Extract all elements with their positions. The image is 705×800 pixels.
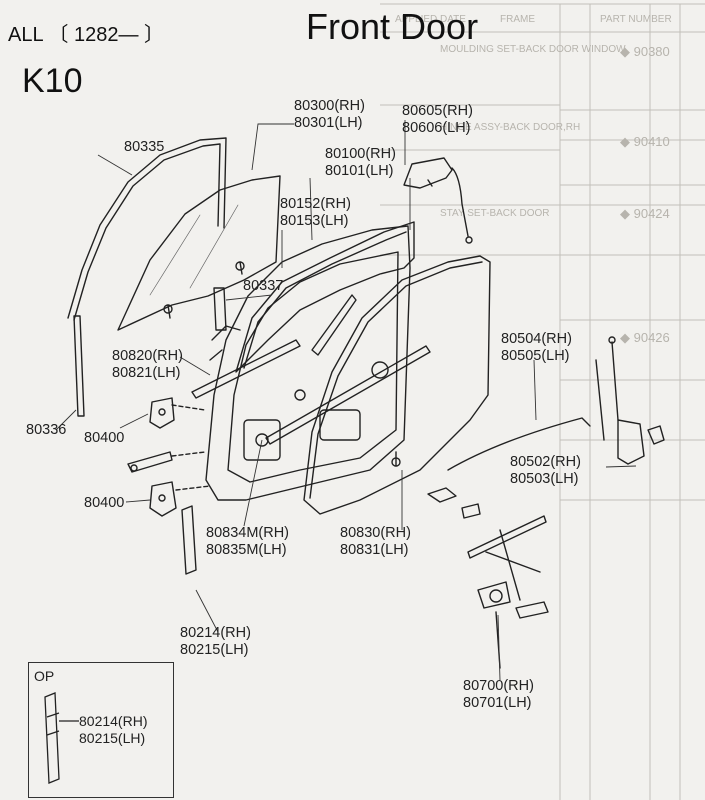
page-title: Front Door — [306, 6, 479, 47]
part-label-80834m: 80834M(RH) — [206, 525, 289, 541]
bg-col-applied-date: APPLIED DATE — [395, 14, 466, 25]
part-label-80700: 80700(RH) — [463, 678, 534, 694]
inner-belt-seal — [265, 345, 431, 445]
optional-parts-inset: OP 80214(RH) 80215(LH) — [28, 662, 174, 798]
small-sash — [213, 287, 227, 331]
outer-handle — [403, 157, 473, 244]
bg-desc-1: MOULDING SET-BACK DOOR WINDOW — [440, 44, 626, 55]
bg-col-frame: FRAME — [500, 14, 535, 25]
part-label-80831: 80831(LH) — [340, 542, 409, 558]
part-label-80505: 80505(LH) — [501, 348, 570, 364]
lock-rod — [447, 417, 591, 471]
part-label-80835m: 80835M(LH) — [206, 542, 287, 558]
bg-col-part-number: PART NUMBER — [600, 14, 672, 25]
handle-bezel — [461, 503, 481, 519]
bg-desc-2: HINGE ASSY-BACK DOOR,RH — [440, 122, 580, 133]
hinge-upper — [149, 397, 206, 429]
door-shell — [205, 225, 411, 501]
lower-channel-strip — [73, 315, 85, 417]
part-label-80820: 80820(RH) — [112, 348, 183, 364]
bg-ref-4: ◆ 90426 — [620, 330, 670, 345]
bg-ref-1: ◆ 90380 — [620, 44, 670, 59]
bg-ref-3: ◆ 90424 — [620, 206, 670, 221]
door-weatherstrip — [235, 221, 415, 373]
applicability-label: ALL 〔 1282— 〕 — [8, 24, 165, 46]
part-label-80300: 80300(RH) — [294, 98, 365, 114]
part-label-80301: 80301(LH) — [294, 115, 363, 131]
part-label-80503: 80503(LH) — [510, 471, 579, 487]
inset-label: OP — [34, 668, 55, 684]
part-label-80821: 80821(LH) — [112, 365, 181, 381]
part-label-80606: 80606(LH) — [402, 120, 471, 136]
part-label-80400-upper: 80400 — [84, 430, 125, 446]
bg-desc-3: STAY SET-BACK DOOR — [440, 208, 549, 219]
belt-strip — [311, 294, 357, 356]
run-channel — [181, 505, 197, 575]
part-label-80335: 80335 — [124, 139, 165, 155]
inside-handle — [427, 487, 457, 503]
belt-moulding — [191, 339, 301, 399]
window-channel-outer — [67, 137, 227, 321]
part-label-80701: 80701(LH) — [463, 695, 532, 711]
door-check — [127, 451, 206, 473]
part-label-80215: 80215(LH) — [180, 642, 249, 658]
part-label-80100: 80100(RH) — [325, 146, 396, 162]
part-label-80605: 80605(RH) — [402, 103, 473, 119]
door-glass — [117, 175, 281, 331]
part-label-80101: 80101(LH) — [325, 163, 394, 179]
part-label-80152: 80152(RH) — [280, 196, 351, 212]
part-label-80336: 80336 — [26, 422, 67, 438]
bg-ref-2: ◆ 90410 — [620, 134, 670, 149]
hinge-lower — [149, 481, 211, 517]
part-label-80830: 80830(RH) — [340, 525, 411, 541]
part-label-80214: 80214(RH) — [180, 625, 251, 641]
inset-run-channel-drawing — [44, 692, 79, 784]
part-label-80400-lower: 80400 — [84, 495, 125, 511]
part-label-80504: 80504(RH) — [501, 331, 572, 347]
part-label-80337: 80337 — [243, 278, 284, 294]
inset-part-label-80214: 80214(RH) — [79, 713, 148, 729]
part-label-80153: 80153(LH) — [280, 213, 349, 229]
window-regulator — [467, 515, 549, 669]
door-lock — [595, 336, 665, 465]
model-code: K10 — [22, 62, 83, 100]
part-label-80502: 80502(RH) — [510, 454, 581, 470]
inset-part-label-80215: 80215(LH) — [79, 730, 146, 746]
door-frame-seal — [303, 255, 491, 515]
